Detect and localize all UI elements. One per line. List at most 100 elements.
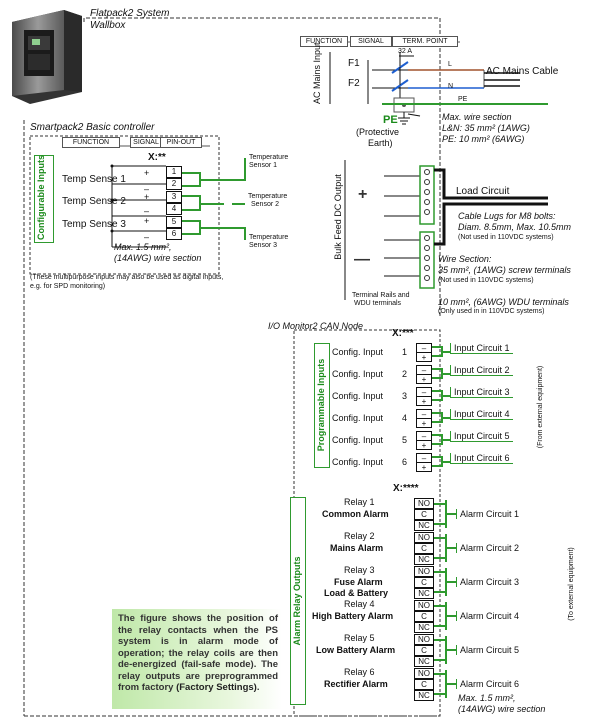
relay-note: The figure shows the position of the rel… [112, 609, 282, 709]
input-circuit-5: Input Circuit 5 [450, 431, 513, 442]
config-input-1-label: Config. Input [332, 347, 383, 357]
alarm-circuit-1: Alarm Circuit 1 [456, 509, 519, 519]
from-external-note: (From external equipment) [537, 365, 544, 449]
relay-note-text: The figure shows the position of the rel… [118, 613, 278, 693]
input-circuit-1: Input Circuit 1 [450, 343, 513, 354]
ac-mains-input-label: AC Mains Input [312, 42, 322, 104]
wdu-line: 10 mm², (6AWG) WDU terminals [438, 297, 569, 307]
ctrl-wire-line2: (14AWG) wire section [114, 253, 202, 263]
wallbox-subtitle: Wallbox [90, 20, 126, 31]
config-input-2-num: 2 [402, 369, 408, 379]
alarm-circuit-5: Alarm Circuit 5 [456, 645, 519, 655]
sensor-1-line2: Sensor 1 [249, 162, 278, 169]
relay-3-name2: Load & Battery [324, 588, 389, 598]
relay-1-num: Relay 1 [344, 497, 375, 507]
config-input-5-text: Config. Input [332, 435, 384, 445]
r5-nc: NC [414, 656, 434, 667]
ctrl-header-pinout: PIN-OUT [160, 137, 202, 148]
ws-line1: Wire Section: [438, 254, 492, 264]
relay-2-num: Relay 2 [344, 531, 375, 541]
lugs-note: (Not used in 110VDC systems) [458, 234, 554, 241]
fuse-rating: 32 A [398, 48, 413, 55]
pe-desc-line1: (Protective [356, 127, 400, 137]
ts1-minus: – [144, 184, 150, 194]
relay-5-num: Relay 5 [344, 633, 375, 643]
wire-l-label: L [448, 61, 452, 68]
ac-header-term-point: TERM. POINT [392, 36, 458, 47]
r3-nc: NC [414, 588, 434, 599]
input-circuit-3: Input Circuit 3 [450, 387, 513, 398]
io1-plus: + [416, 352, 432, 362]
lugs-line2: Diam. 8.5mm, Max. 10.5mm [458, 222, 572, 232]
relay-5-name: Low Battery Alarm [316, 645, 396, 655]
relay-6-name: Rectifier Alarm [324, 679, 388, 689]
relay-4-name: High Battery Alarm [312, 611, 394, 621]
rails-line2: WDU terminals [354, 300, 402, 307]
ac-mains-cable-label: AC Mains Cable [486, 66, 559, 77]
relay-connector: X:**** [393, 483, 419, 494]
wire-n-label: N [448, 83, 454, 90]
r6-nc: NC [414, 690, 434, 701]
sensor-3-line1: Temperature [249, 234, 289, 241]
ac-wire-line2: L&N: 35 mm² (1AWG) [442, 123, 530, 133]
config-input-3-label: Config. Input [332, 391, 383, 401]
ts3-plus: + [144, 216, 150, 226]
r6-c: C [414, 679, 434, 690]
relay-2-name: Mains Alarm [330, 543, 384, 553]
relay-wire-line2: (14AWG) wire section [458, 704, 546, 714]
pin-3: 3 [166, 191, 182, 203]
r6-no: NO [414, 668, 434, 679]
sensor-3-line2: Sensor 3 [249, 242, 278, 249]
relay-note-bold: (Factory Settings) [176, 682, 257, 693]
input-circuit-2: Input Circuit 2 [450, 365, 513, 376]
r1-c: C [414, 509, 434, 520]
relay-3-name: Fuse Alarm [334, 577, 383, 587]
config-input-1-num: 1 [402, 347, 408, 357]
r2-c: C [414, 543, 434, 554]
ts3-minus: – [144, 232, 150, 242]
alarm-circuit-4: Alarm Circuit 4 [456, 611, 519, 621]
ctrl-wire-line1: Max. 1.5 mm², [114, 242, 172, 252]
config-input-3-num: 3 [402, 391, 408, 401]
io-title: I/O Monitor2 CAN Node [268, 321, 364, 331]
ac-header-function: FUNCTION [300, 36, 348, 47]
ac-header-signal: SIGNAL [350, 36, 392, 47]
sensor-2-line1: Temperature [248, 193, 288, 200]
configurable-inputs-label: Configurable Inputs [36, 155, 46, 240]
alarm-circuit-2: Alarm Circuit 2 [456, 543, 519, 553]
r5-no: NO [414, 634, 434, 645]
io5-plus: + [416, 440, 432, 450]
relay-4-num: Relay 4 [344, 599, 375, 609]
config-input-6-label: Config. Input [332, 457, 383, 467]
relay-6-num: Relay 6 [344, 667, 375, 677]
pe-label: PE [383, 114, 398, 126]
r3-no: NO [414, 566, 434, 577]
sensor-1-line1: Temperature [249, 154, 289, 161]
config-input-5-num: 5 [402, 435, 408, 445]
input-circuit-6: Input Circuit 6 [450, 453, 513, 464]
io3-plus: + [416, 396, 432, 406]
config-input-4-label: Config. Input [332, 413, 383, 423]
fuse-f2-label: F2 [348, 78, 360, 89]
io2-plus: + [416, 374, 432, 384]
relay-1-name: Common Alarm [322, 509, 389, 519]
io6-plus: + [416, 462, 432, 472]
alarm-relay-group [290, 497, 306, 705]
r1-nc: NC [414, 520, 434, 531]
config-input-2-label: Config. Input [332, 369, 383, 379]
r4-c: C [414, 611, 434, 622]
programmable-inputs-label: Programmable Inputs [316, 358, 326, 452]
ws-note: (Not used in 110VDC systems) [438, 277, 534, 284]
temp-sense-3-label: Temp Sense 3 [62, 219, 126, 230]
r4-nc: NC [414, 622, 434, 633]
ws-line2: 35 mm², (1AWG) screw terminals [438, 265, 571, 275]
pin-1: 1 [166, 166, 182, 178]
pin-6: 6 [166, 228, 182, 240]
config-input-4-text: Config. Input [332, 413, 384, 423]
r2-no: NO [414, 532, 434, 543]
config-input-5-label: Config. Input [332, 435, 383, 445]
config-input-4-num: 4 [402, 413, 408, 423]
io-connector: X:*** [392, 328, 414, 339]
wallbox-title: Flatpack2 System [90, 8, 170, 19]
alarm-circuit-6: Alarm Circuit 6 [456, 679, 519, 689]
